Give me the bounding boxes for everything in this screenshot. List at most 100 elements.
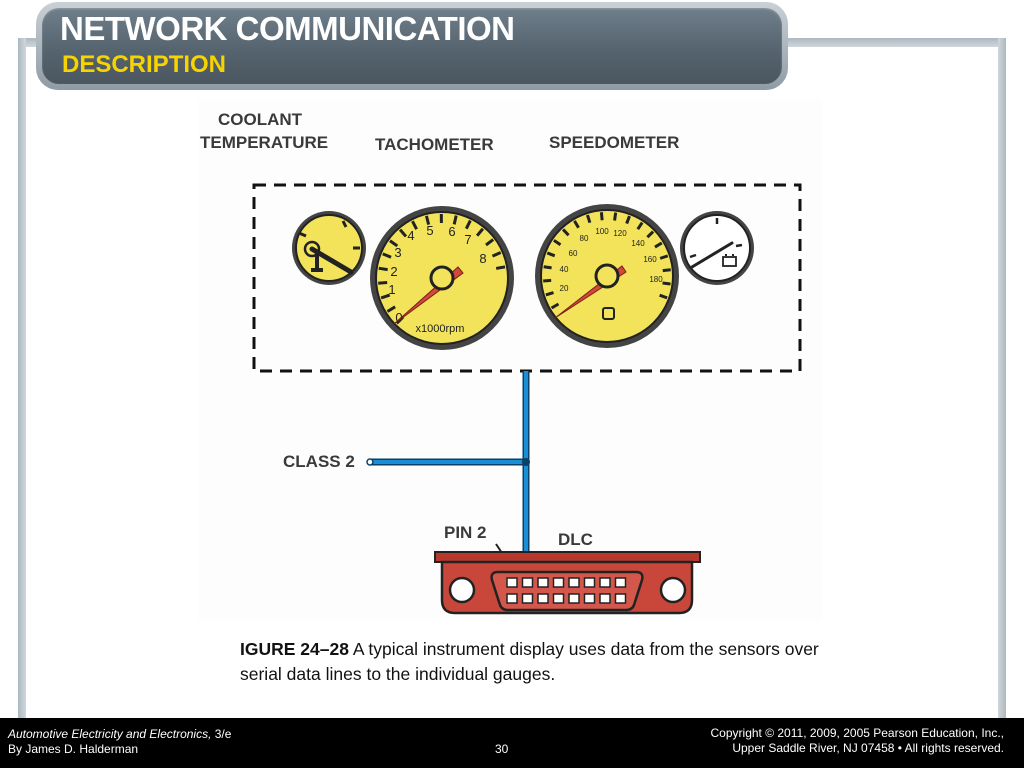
speedo-number-120: 120: [613, 229, 627, 238]
speedo-tick: [550, 302, 560, 310]
tach-tick: [411, 220, 418, 230]
tach-number-3: 3: [394, 245, 401, 260]
footer-copyright-line1: Copyright © 2011, 2009, 2005 Pearson Edu…: [710, 726, 1004, 740]
speedo-tick: [545, 291, 554, 297]
slide-subtitle: DESCRIPTION: [62, 51, 227, 78]
dlc-pin: [506, 577, 518, 588]
figure-caption: IGURE 24–28 A typical instrument display…: [240, 637, 820, 687]
coolant-label-line2: TEMPERATURE: [200, 133, 328, 152]
tach-tick: [382, 252, 392, 259]
speedo-tick: [662, 281, 671, 286]
speedometer-gauge: 20 40 60 80 100 120 140 160 180: [535, 204, 679, 348]
figure-canvas: COOLANT TEMPERATURE TACHOMETER SPEEDOMET…: [200, 110, 802, 615]
speedo-number-80: 80: [580, 234, 589, 243]
battery-icon: [722, 254, 737, 267]
instrument-network-figure: COOLANT TEMPERATURE TACHOMETER SPEEDOMET…: [198, 100, 822, 620]
tach-number-6: 6: [448, 224, 455, 239]
speedo-tick: [543, 265, 552, 270]
dlc-pin: [506, 593, 518, 604]
speedo-tick: [573, 220, 580, 229]
dlc-pin: [583, 577, 596, 588]
speedo-tick: [625, 215, 631, 225]
tach-tick: [485, 238, 495, 247]
class2-bus: [370, 371, 530, 570]
dlc-pin: [599, 577, 611, 588]
speedo-hub: [594, 263, 620, 289]
dlc-connector: [434, 551, 701, 615]
coolant-needle: [309, 246, 354, 275]
dlc-mount-hole-left: [448, 576, 476, 604]
dlc-pin: [568, 593, 580, 604]
tach-number-2: 2: [390, 264, 397, 279]
tach-tick: [424, 215, 431, 226]
tach-tick: [389, 239, 399, 248]
dlc-label: DLC: [558, 530, 593, 549]
speedo-number-140: 140: [631, 239, 645, 248]
speedo-number-100: 100: [595, 227, 609, 236]
tach-tick: [378, 280, 388, 285]
tach-number-1: 1: [388, 282, 395, 297]
pin2-label: PIN 2: [444, 523, 487, 542]
dlc-pin: [552, 577, 565, 588]
caption-text: A typical instrument display uses data f…: [240, 639, 819, 684]
tachometer-gauge: 0 1 2 3 4 5 6 7 8 x1000rpm: [370, 206, 514, 350]
footer-copyright-line2: Upper Saddle River, NJ 07458 • All right…: [732, 741, 1004, 755]
dlc-pin: [614, 577, 627, 588]
speedo-tick: [561, 228, 570, 237]
title-plate: [36, 2, 788, 90]
speedo-tick: [646, 230, 655, 239]
tach-number-0: 0: [395, 310, 402, 325]
dlc-pin: [568, 577, 580, 588]
dlc-pin: [537, 593, 549, 604]
speedometer-label: SPEEDOMETER: [549, 133, 679, 152]
tach-tick: [398, 228, 408, 238]
tach-number-7: 7: [464, 232, 471, 247]
tach-unit-label: x1000rpm: [416, 323, 465, 335]
speedo-tick: [546, 251, 556, 258]
thermometer-icon: [303, 240, 323, 272]
coolant-label-line1: COOLANT: [218, 110, 303, 129]
tach-tick: [452, 215, 458, 225]
class2-label: CLASS 2: [283, 452, 355, 471]
footer-book-title: Automotive Electricity and Electronics,: [8, 727, 212, 741]
speedo-tick: [613, 212, 618, 221]
dlc-mount-hole-right: [659, 576, 687, 604]
speedo-number-180: 180: [649, 275, 663, 284]
speedo-tick: [599, 212, 604, 221]
dlc-pin: [521, 577, 534, 588]
speedo-tick: [586, 214, 592, 224]
page-number: 30: [495, 742, 509, 756]
tachometer-label: TACHOMETER: [375, 135, 494, 154]
speedo-tick: [659, 293, 668, 300]
voltmeter-gauge: [680, 211, 754, 285]
dlc-pin: [599, 593, 611, 604]
speedo-tick: [636, 221, 644, 231]
slide-frame-left: [18, 38, 26, 718]
coolant-gauge: [292, 211, 366, 285]
dlc-pin: [552, 593, 565, 604]
square-icon: [602, 307, 615, 320]
speedo-number-40: 40: [560, 265, 569, 274]
figure-label: IGURE 24–28: [240, 639, 349, 659]
slide-title: NETWORK COMMUNICATION: [60, 10, 515, 47]
tach-number-4: 4: [407, 228, 414, 243]
speedo-tick: [543, 278, 552, 283]
tach-tick: [386, 305, 396, 313]
footer-author: By James D. Halderman: [8, 742, 139, 756]
tach-tick: [378, 266, 388, 272]
tach-tick: [475, 227, 485, 237]
slide-footer: Automotive Electricity and Electronics, …: [0, 718, 1024, 768]
tach-tick: [380, 293, 391, 300]
speedo-tick: [654, 241, 663, 249]
tach-tick: [495, 265, 506, 270]
tach-number-8: 8: [479, 251, 486, 266]
class2-bus-end: [366, 458, 374, 466]
dlc-pin: [521, 593, 534, 604]
footer-book: Automotive Electricity and Electronics, …: [8, 727, 231, 741]
dlc-pin: [583, 593, 596, 604]
voltmeter-needle: [690, 241, 734, 269]
speedo-number-20: 20: [560, 284, 569, 293]
title-plate-inner: [42, 8, 782, 84]
footer-edition: 3/e: [211, 727, 232, 741]
speedo-tick: [553, 239, 562, 247]
